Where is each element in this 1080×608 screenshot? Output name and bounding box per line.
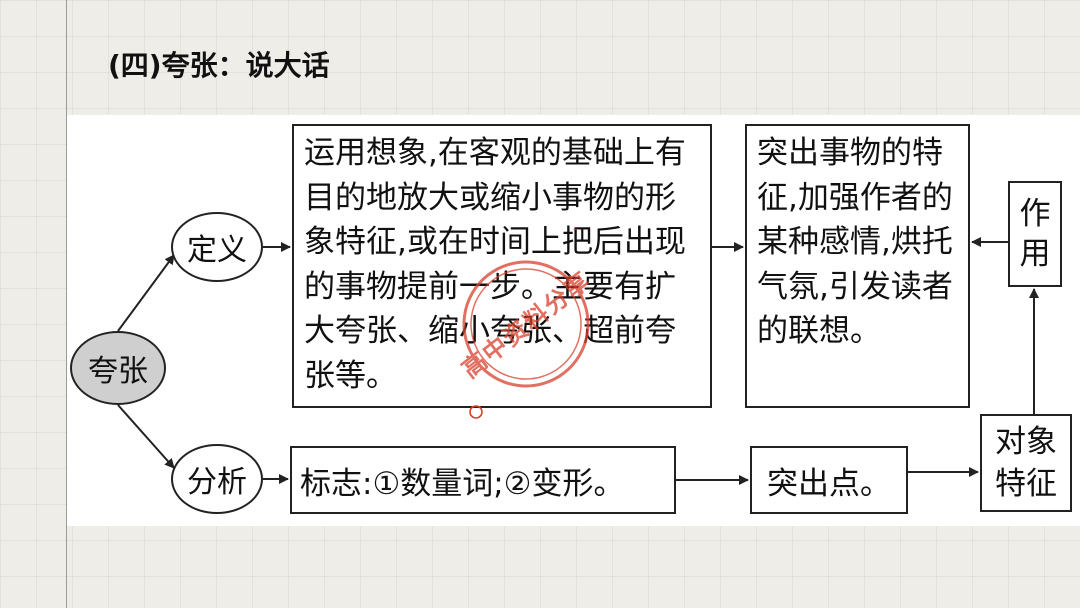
root-node-kuazhang: 夸张 xyxy=(70,331,166,405)
node-dingyi: 定义 xyxy=(171,212,263,282)
effect-box: 突出事物的特征,加强作者的某种感情,烘托气氛,引发读者的联想。 xyxy=(745,124,970,408)
highlight-box: 突出点。 xyxy=(750,446,908,514)
definition-box: 运用想象,在客观的基础上有目的地放大或缩小事物的形象特征,或在时间上把后出现的事… xyxy=(292,124,712,408)
arrow-root-to-fenxi xyxy=(117,404,175,469)
node-fenxi: 分析 xyxy=(171,444,263,514)
function-box: 作用 xyxy=(1008,181,1062,287)
watermark-stamp: 高中资料分享 xyxy=(457,229,597,419)
arrow-root-to-dingyi xyxy=(117,254,175,332)
slide-title: (四)夸张：说大话 xyxy=(108,49,330,82)
object-feature-box: 对象特征 xyxy=(980,414,1072,512)
left-margin-rule xyxy=(66,0,67,608)
marker-box: 标志:①数量词;②变形。 xyxy=(290,446,676,514)
